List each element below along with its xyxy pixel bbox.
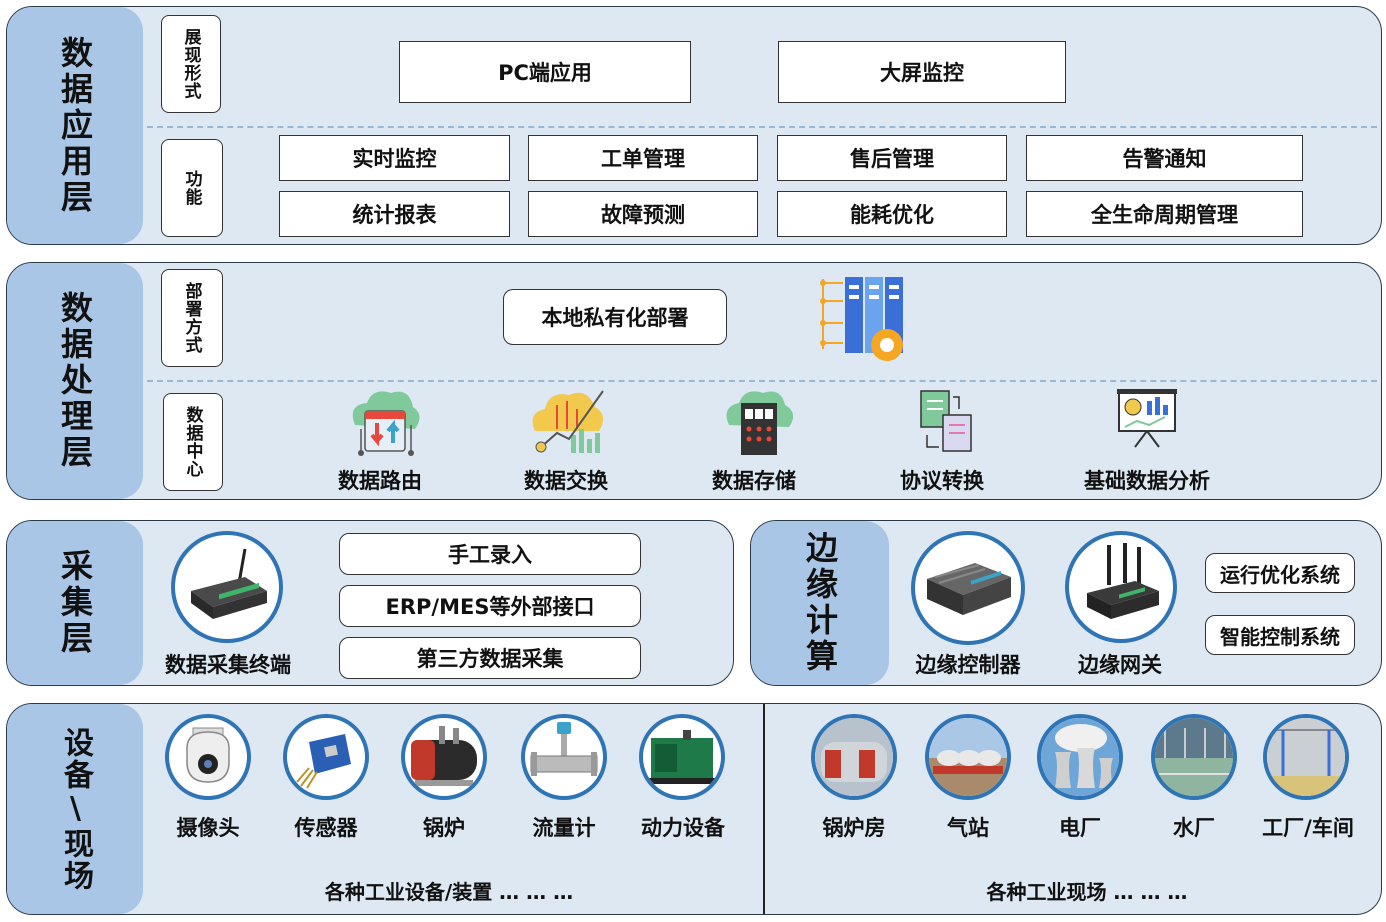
center-item-protocol: 协议转换	[900, 469, 984, 493]
method-erp-mes-interface: ERP/MES等外部接口	[339, 585, 641, 627]
flowmeter-image	[521, 714, 607, 800]
equipment-power-label: 动力设备	[641, 816, 725, 840]
proc-layer-title: 数据处理层	[56, 291, 94, 471]
function-box-realtime: 实时监控	[279, 135, 510, 181]
site-boiler-room-label: 锅炉房	[822, 816, 886, 840]
collector-terminal-image	[171, 531, 283, 643]
edge-gateway-label: 边缘网关	[1078, 653, 1162, 677]
gas-station-image	[925, 714, 1011, 800]
center-item-exchange: 数据交换	[524, 469, 608, 493]
function-box-prediction: 故障预测	[528, 191, 758, 237]
boiler-room-icon	[815, 718, 893, 796]
edge-gateway-image	[1065, 531, 1177, 643]
boiler-room-image	[811, 714, 897, 800]
proc-divider	[147, 380, 1377, 382]
collector-terminal-label: 数据采集终端	[165, 653, 291, 677]
edge-layer: 边缘计算 边缘控制器 边缘网关 运行优化系统 智能控制系统	[750, 520, 1382, 686]
equipment-boiler-label: 锅炉	[423, 816, 465, 840]
gas-station-icon	[929, 718, 1007, 796]
factory-workshop-image	[1263, 714, 1349, 800]
function-box-alarm: 告警通知	[1026, 135, 1303, 181]
edge-layer-title: 边缘计算	[801, 531, 839, 675]
equipment-caption: 各种工业设备/装置 … … …	[324, 880, 574, 904]
data-routing-icon	[352, 391, 420, 456]
function-box-report: 统计报表	[279, 191, 510, 237]
equipment-sensor-label: 传感器	[294, 816, 358, 840]
collect-layer-title: 采集层	[56, 549, 94, 657]
edge-layer-title-block: 边缘计算	[751, 521, 889, 685]
function-label-box: 功能	[161, 139, 223, 237]
boiler-icon	[411, 726, 477, 786]
power-plant-image	[1037, 714, 1123, 800]
protocol-convert-icon	[920, 390, 972, 452]
collect-layer: 采集层 数据采集终端 手工录入 ERP/MES等外部接口 第三方数据采集	[6, 520, 734, 686]
data-exchange-icon	[532, 390, 604, 453]
center-label-box: 数据中心	[163, 393, 223, 491]
site-gas-station-label: 气站	[947, 816, 989, 840]
site-power-plant-label: 电厂	[1059, 816, 1101, 840]
edge-controller-image	[911, 531, 1025, 645]
proc-layer-title-block: 数据处理层	[7, 263, 143, 499]
flowmeter-icon	[530, 722, 598, 776]
boiler-image	[401, 714, 487, 800]
function-label: 功能	[181, 170, 202, 206]
center-item-analysis: 基础数据分析	[1084, 469, 1210, 493]
edge-controller-icon	[927, 563, 1011, 615]
server-icon	[820, 277, 903, 361]
camera-image	[165, 714, 251, 800]
big-screen-box: 大屏监控	[778, 41, 1066, 103]
deploy-box: 本地私有化部署	[503, 289, 727, 345]
app-layer-title-block: 数据应用层	[7, 7, 143, 244]
function-box-energy: 能耗优化	[777, 191, 1007, 237]
generator-icon	[649, 730, 715, 784]
water-plant-icon	[1155, 718, 1233, 796]
app-layer: 数据应用层 展现形式 PC端应用 大屏监控 功能 实时监控 工单管理 售后管理 …	[6, 6, 1382, 245]
sensor-image	[283, 714, 369, 800]
edge-controller-label: 边缘控制器	[915, 653, 1021, 677]
edge-gateway-icon	[1087, 543, 1159, 619]
system-intelligent-control: 智能控制系统	[1205, 615, 1355, 655]
water-plant-image	[1151, 714, 1237, 800]
device-layer: 设备\现场	[6, 703, 1382, 915]
sensor-icon	[296, 734, 351, 789]
function-box-aftersales: 售后管理	[777, 135, 1007, 181]
equipment-flowmeter-label: 流量计	[532, 816, 596, 840]
collector-terminal-icon	[191, 548, 267, 619]
data-storage-icon	[726, 391, 794, 455]
center-item-storage: 数据存储	[712, 469, 796, 493]
sites-caption: 各种工业现场 … … …	[986, 880, 1188, 904]
site-water-plant-label: 水厂	[1173, 816, 1215, 840]
deploy-label: 部署方式	[181, 282, 202, 354]
proc-layer: 数据处理层 部署方式 本地私有化部署 数据中心	[6, 262, 1382, 500]
center-item-routing: 数据路由	[338, 469, 422, 493]
power-equipment-image	[639, 714, 725, 800]
function-box-workorder: 工单管理	[528, 135, 758, 181]
device-layer-title: 设备\现场	[58, 726, 93, 892]
deploy-label-box: 部署方式	[161, 269, 223, 367]
pc-app-box: PC端应用	[399, 41, 691, 103]
display-label-box: 展现形式	[161, 15, 221, 113]
app-divider	[147, 126, 1377, 128]
system-optimization: 运行优化系统	[1205, 553, 1355, 593]
equipment-camera-label: 摄像头	[176, 816, 240, 840]
center-label: 数据中心	[182, 406, 203, 478]
display-label: 展现形式	[180, 28, 201, 100]
method-third-party: 第三方数据采集	[339, 637, 641, 679]
collect-layer-title-block: 采集层	[7, 521, 143, 685]
site-factory-label: 工厂/车间	[1262, 816, 1354, 840]
function-box-lifecycle: 全生命周期管理	[1026, 191, 1303, 237]
device-layer-title-block: 设备\现场	[7, 704, 143, 914]
camera-icon	[186, 727, 230, 783]
factory-workshop-icon	[1267, 718, 1345, 796]
vertical-divider	[763, 704, 765, 914]
method-manual-entry: 手工录入	[339, 533, 641, 575]
app-layer-title: 数据应用层	[56, 35, 94, 216]
power-plant-icon	[1041, 718, 1119, 796]
data-analysis-icon	[1117, 389, 1177, 448]
